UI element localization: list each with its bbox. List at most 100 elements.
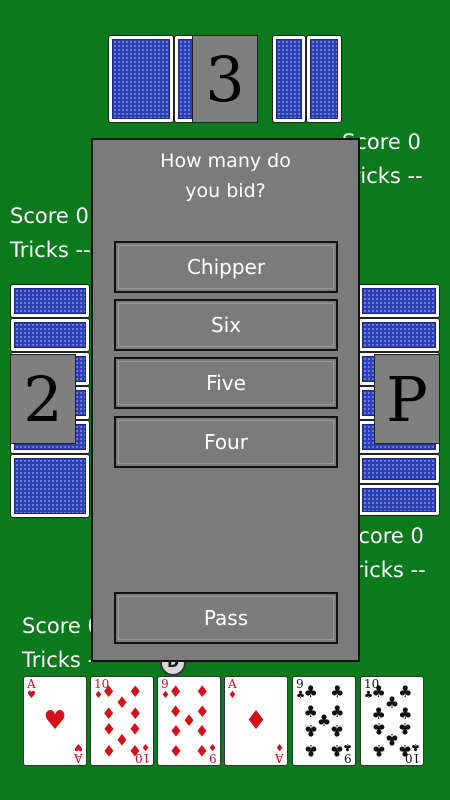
seat-number: 2 [23, 362, 63, 436]
card-rank: A [228, 677, 237, 691]
card-rank: A [27, 677, 36, 691]
card-rank-bottom: A [275, 751, 284, 765]
bottom-tricks: Tricks -- [22, 648, 103, 672]
hearts-icon: ♥ [74, 741, 83, 752]
bid-prompt-line1: How many do [160, 150, 291, 172]
card-pips: ♦♦♦♦♦♦♦♦♦ [168, 682, 210, 760]
card-back [272, 35, 306, 123]
diamonds-icon: ♦ [101, 719, 116, 739]
clubs-icon: ♣ [411, 741, 420, 752]
seat-badge-left: 2 [10, 354, 76, 444]
bottom-score: Score 0 [22, 614, 101, 638]
clubs-icon: ♣ [330, 740, 345, 760]
diamonds-icon: ♦ [195, 721, 210, 741]
clubs-icon: ♣ [384, 693, 400, 712]
card-back [10, 454, 90, 518]
clubs-icon: ♣ [398, 719, 413, 739]
bid-six-button[interactable]: Six [114, 299, 338, 351]
clubs-icon: ♣ [398, 703, 413, 723]
card-pips: ♦♦♦♦♦♦♦♦♦♦ [101, 682, 143, 760]
hand-card[interactable]: A♦A♦♦ [224, 676, 288, 766]
card-rank: 9 [296, 677, 304, 691]
left-tricks: Tricks -- [10, 238, 91, 262]
diamonds-icon: ♦ [168, 740, 183, 760]
clubs-icon: ♣ [303, 740, 318, 760]
diamonds-icon: ♦ [168, 721, 183, 741]
clubs-icon: ♣ [371, 703, 386, 723]
diamonds-icon: ♦ [161, 690, 170, 701]
diamonds-icon: ♦ [208, 741, 217, 752]
diamonds-icon: ♦ [228, 690, 237, 701]
pass-button[interactable]: Pass [114, 592, 338, 644]
card-back [306, 35, 342, 123]
card-pips: ♦ [237, 685, 275, 757]
clubs-icon: ♣ [364, 690, 373, 701]
clubs-icon: ♣ [371, 719, 386, 739]
card-pips: ♣♣♣♣♣♣♣♣♣♣ [371, 682, 413, 760]
hand-card[interactable]: 10♣10♣♣♣♣♣♣♣♣♣♣♣ [360, 676, 424, 766]
diamonds-icon: ♦ [101, 703, 116, 723]
diamonds-icon: ♦ [181, 711, 197, 730]
clubs-icon: ♣ [330, 701, 345, 721]
seat-number: 3 [205, 42, 245, 116]
card-back [358, 284, 440, 318]
bid-prompt-line2: you bid? [185, 180, 266, 202]
clubs-icon: ♣ [303, 721, 318, 741]
clubs-icon: ♣ [316, 711, 332, 730]
diamonds-icon: ♦ [114, 693, 130, 712]
diamonds-icon: ♦ [168, 701, 183, 721]
card-back [108, 35, 174, 123]
diamonds-icon: ♦ [128, 703, 143, 723]
seat-badge-right: P [374, 354, 440, 444]
bid-chipper-button[interactable]: Chipper [114, 241, 338, 293]
diamonds-icon: ♦ [275, 741, 284, 752]
bid-four-button[interactable]: Four [114, 416, 338, 468]
diamonds-icon: ♦ [94, 690, 103, 701]
clubs-icon: ♣ [398, 740, 413, 760]
diamonds-icon: ♦ [128, 682, 143, 702]
hearts-icon: ♥ [27, 690, 36, 701]
card-rank: 10 [94, 677, 110, 691]
card-back [358, 484, 440, 516]
clubs-icon: ♣ [371, 740, 386, 760]
card-back [10, 284, 90, 318]
clubs-icon: ♣ [296, 690, 305, 701]
diamonds-icon: ♦ [101, 740, 116, 760]
hand-card[interactable]: 9♣9♣♣♣♣♣♣♣♣♣♣ [292, 676, 356, 766]
seat-badge-top: 3 [192, 35, 258, 123]
card-pips: ♥ [36, 685, 74, 757]
diamonds-icon: ♦ [244, 706, 268, 736]
card-rank-bottom: 9 [344, 751, 352, 765]
diamonds-icon: ♦ [101, 682, 116, 702]
card-pips: ♣♣♣♣♣♣♣♣♣ [303, 682, 345, 760]
card-back [358, 318, 440, 352]
seat-letter: P [386, 362, 428, 436]
diamonds-icon: ♦ [195, 701, 210, 721]
diamonds-icon: ♦ [195, 740, 210, 760]
bid-five-button[interactable]: Five [114, 357, 338, 409]
clubs-icon: ♣ [330, 721, 345, 741]
hand-card[interactable]: A♥A♥♥ [23, 676, 87, 766]
clubs-icon: ♣ [398, 682, 413, 702]
bid-prompt: How many do you bid? [93, 146, 358, 206]
clubs-icon: ♣ [371, 682, 386, 702]
diamonds-icon: ♦ [128, 740, 143, 760]
bid-dialog: How many do you bid? Chipper Six Five Fo… [91, 138, 360, 662]
hand-card[interactable]: 9♦9♦♦♦♦♦♦♦♦♦♦ [157, 676, 221, 766]
card-back [358, 454, 440, 484]
card-rank: 9 [161, 677, 169, 691]
clubs-icon: ♣ [303, 682, 318, 702]
card-back [10, 318, 90, 352]
clubs-icon: ♣ [330, 682, 345, 702]
clubs-icon: ♣ [303, 701, 318, 721]
card-rank-bottom: 9 [209, 751, 217, 765]
diamonds-icon: ♦ [141, 741, 150, 752]
card-rank-bottom: A [74, 751, 83, 765]
hearts-icon: ♥ [43, 706, 67, 736]
clubs-icon: ♣ [343, 741, 352, 752]
diamonds-icon: ♦ [195, 682, 210, 702]
diamonds-icon: ♦ [168, 682, 183, 702]
left-score: Score 0 [10, 204, 89, 228]
hand-card[interactable]: 10♦10♦♦♦♦♦♦♦♦♦♦♦ [90, 676, 154, 766]
diamonds-icon: ♦ [128, 719, 143, 739]
